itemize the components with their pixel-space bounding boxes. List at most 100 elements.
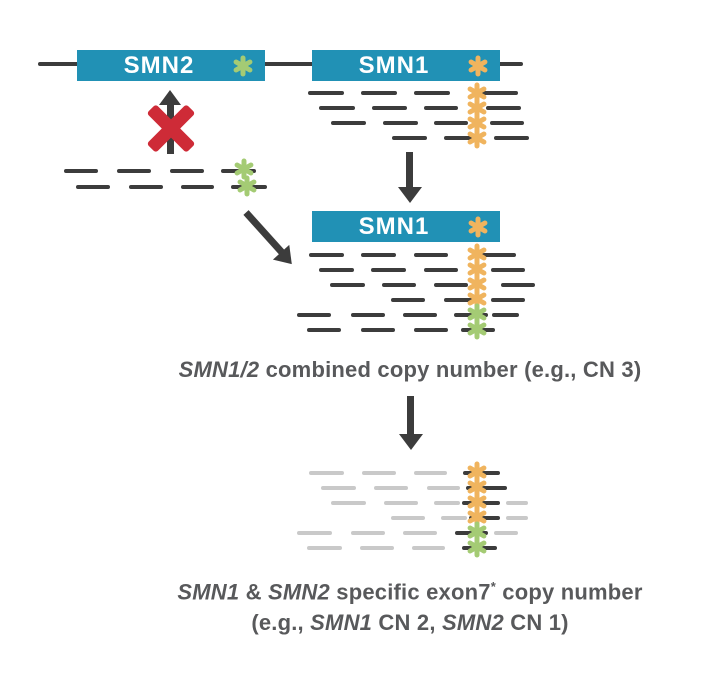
- smn1-gene-label: SMN1: [358, 51, 430, 79]
- smn1_reads-segment: [319, 106, 355, 110]
- smn1-exon7-asterisk-icon: [475, 55, 481, 77]
- caption-segment: combined copy number (e.g., CN 3): [259, 357, 642, 382]
- combined_reads-exon7-asterisk-icon: [474, 318, 480, 340]
- smn1_reads-segment: [392, 136, 427, 140]
- caption-segment: *: [490, 579, 496, 594]
- specific_reads-segment: [297, 531, 332, 535]
- caption-segment: &: [239, 579, 269, 605]
- specific_reads-segment: [441, 516, 467, 520]
- specific_reads-segment: [309, 471, 344, 475]
- smn1-combined-gene-label: SMN1: [358, 212, 430, 240]
- combined_reads-segment: [382, 283, 416, 287]
- specific-caption-line-2: (e.g., SMN1 CN 2, SMN2 CN 1): [96, 607, 724, 638]
- combined_reads-segment: [361, 328, 395, 332]
- smn1_reads-segment: [361, 91, 397, 95]
- caption-segment: CN 1): [503, 610, 569, 636]
- smn1-gene-box: SMN1: [312, 50, 500, 81]
- smn1_reads-segment: [424, 106, 458, 110]
- specific_reads-exon7-asterisk-icon: [474, 536, 480, 558]
- specific_reads-segment: [360, 546, 394, 550]
- specific-caption-line-1: SMN1 & SMN2 specific exon7* copy number: [96, 571, 724, 607]
- combined_reads-segment: [491, 298, 525, 302]
- combined_reads-segment: [434, 283, 468, 287]
- smn2_reads-segment: [129, 185, 163, 189]
- specific_reads-exon7-asterisk-icon: [474, 461, 480, 483]
- combined-copy-number-caption: SMN1/2 combined copy number (e.g., CN 3): [96, 354, 724, 385]
- caption-segment: SMN1: [177, 579, 240, 605]
- caption-segment: SMN1: [310, 610, 373, 636]
- specific_reads-segment: [494, 531, 518, 535]
- no-alignment-x-icon: [141, 99, 201, 159]
- combined_reads-segment: [297, 313, 331, 317]
- combined_reads-segment: [424, 268, 458, 272]
- combined_reads-exon7-asterisk-icon: [474, 273, 480, 295]
- smn1-combined-gene-box: SMN1: [312, 211, 500, 242]
- smn1_reads-segment: [331, 121, 366, 125]
- combined_reads-exon7-asterisk-icon: [474, 288, 480, 310]
- caption-segment: SMN2: [441, 610, 504, 636]
- chromosome-line: [38, 62, 523, 66]
- smn1_reads-exon7-asterisk-icon: [474, 82, 480, 104]
- smn1_reads-exon7-asterisk-icon: [474, 112, 480, 134]
- specific_reads-segment: [506, 516, 528, 520]
- diagonal-arrow-shaft-icon: [243, 210, 285, 255]
- specific_reads-segment: [506, 501, 528, 505]
- caption-segment: specific exon7: [329, 579, 491, 605]
- caption-segment: SMN1/2: [178, 357, 260, 382]
- caption-segment: CN 2,: [372, 610, 442, 636]
- specific_reads-segment: [321, 486, 356, 490]
- combined_reads-segment: [414, 253, 448, 257]
- combined_reads-segment: [330, 283, 365, 287]
- smn1_reads-segment: [490, 121, 524, 125]
- smn2-exon7-asterisk-icon: [240, 55, 246, 77]
- combined_reads-segment: [403, 313, 437, 317]
- smn1_reads-segment: [444, 136, 478, 140]
- smn1-combined-exon7-asterisk-icon: [475, 216, 481, 238]
- combined_reads-segment: [319, 268, 354, 272]
- specific_reads-segment: [412, 546, 445, 550]
- smn1_reads-exon7-asterisk-icon: [474, 127, 480, 149]
- caption-segment: copy number: [495, 579, 643, 605]
- down-arrow-shaft-icon: [406, 152, 413, 188]
- specific_reads-segment: [374, 486, 408, 490]
- combined_reads-exon7-asterisk-icon: [474, 243, 480, 265]
- specific_reads-segment: [466, 486, 507, 490]
- smn1_reads-segment: [308, 91, 344, 95]
- smn2_reads-segment: [76, 185, 110, 189]
- specific_reads-exon7-asterisk-icon: [474, 506, 480, 528]
- smn2_reads-segment: [170, 169, 204, 173]
- specific_reads-exon7-asterisk-icon: [474, 521, 480, 543]
- specific_reads-segment: [434, 501, 460, 505]
- specific_reads-segment: [307, 546, 342, 550]
- combined_reads-segment: [444, 298, 477, 302]
- smn2-gene-box: SMN2: [77, 50, 265, 81]
- smn1_reads-segment: [414, 91, 450, 95]
- smn1_reads-exon7-asterisk-icon: [474, 97, 480, 119]
- smn1_reads-segment: [434, 121, 468, 125]
- combined_reads-segment: [414, 328, 448, 332]
- smn2_reads-segment: [117, 169, 151, 173]
- smn2_reads-segment: [181, 185, 214, 189]
- combined_reads-segment: [351, 313, 385, 317]
- smn2_reads-exon7-asterisk-icon: [244, 175, 250, 197]
- combined_reads-segment: [309, 253, 344, 257]
- smn2-gene-label: SMN2: [123, 51, 195, 79]
- specific-copy-number-caption: SMN1 & SMN2 specific exon7* copy number …: [96, 571, 724, 638]
- specific_reads-exon7-asterisk-icon: [474, 476, 480, 498]
- combined_reads-segment: [371, 268, 406, 272]
- specific_reads-exon7-asterisk-icon: [474, 491, 480, 513]
- down-arrow-head-icon: [398, 187, 422, 203]
- combined_reads-segment: [391, 298, 425, 302]
- combined_reads-segment: [361, 253, 396, 257]
- smn1_reads-segment: [494, 136, 529, 140]
- down-arrow-head-icon: [399, 434, 423, 450]
- specific_reads-segment: [414, 471, 447, 475]
- caption-segment: SMN2: [268, 579, 330, 605]
- combined_reads-segment: [492, 313, 519, 317]
- specific_reads-segment: [384, 501, 418, 505]
- combined_reads-exon7-asterisk-icon: [474, 303, 480, 325]
- reads-merge-arrow-icon: [243, 210, 300, 272]
- combined_reads-segment: [307, 328, 341, 332]
- caption-segment: (e.g.,: [251, 610, 311, 636]
